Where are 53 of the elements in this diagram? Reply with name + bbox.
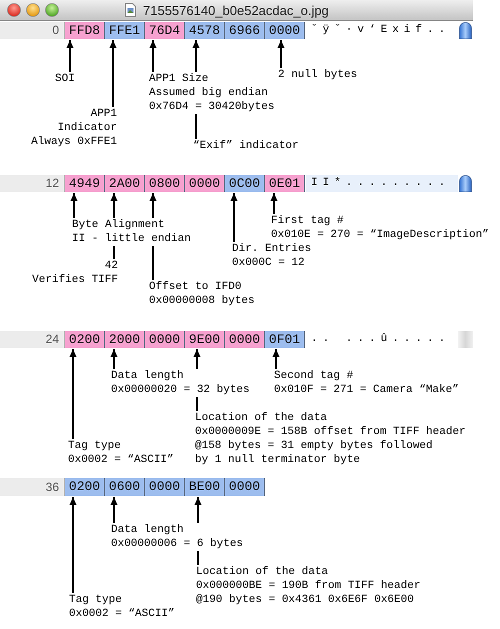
hex-cell: FFE1: [105, 22, 145, 39]
leader-arrow: [70, 193, 78, 218]
annotation-text: Offset to IFD0 0x00000008 bytes: [149, 280, 255, 308]
ascii-preview: .. ...û.....: [311, 332, 450, 347]
hex-cell: 0200: [65, 331, 105, 348]
hex-cell: 0600: [105, 478, 145, 496]
hex-cell: 0000: [225, 331, 265, 348]
leader-arrow: [272, 349, 280, 369]
row-offset: 12: [0, 175, 65, 192]
hex-cell: 0C00: [225, 175, 265, 192]
annotation-text: Data length 0x00000006 = 6 bytes: [111, 523, 244, 551]
annotation-text: APP1 Size Assumed big endian 0x76D4 = 30420bytes: [149, 72, 274, 114]
row-offset: 36: [0, 478, 65, 496]
hex-cell: FFD8: [65, 22, 105, 39]
hex-cell: 0E01: [265, 175, 305, 192]
hex-cell: 0000: [185, 175, 225, 192]
ascii-preview: II*.........: [306, 175, 458, 192]
hex-cell: 0000: [145, 331, 185, 348]
annotation-text: Location of the data 0x0000009E = 158B offset from TIFF header @158 bytes = 31 empty bytes followed by 1 null terminator byte: [195, 411, 466, 467]
leader-arrow: [110, 497, 118, 523]
row-offset: 24: [0, 331, 65, 348]
hex-cell: 4949: [65, 175, 105, 192]
hex-cell: 0000: [265, 22, 305, 39]
hex-cell: 0200: [65, 478, 105, 496]
hex-cell: 4578: [185, 22, 225, 39]
annotation-text: Byte Alignment II - little endian: [72, 218, 191, 246]
hex-cell: 9E00: [185, 331, 225, 348]
hex-cell: 6966: [225, 22, 265, 39]
hex-cell: 2A00: [105, 175, 145, 192]
leader-arrow: [270, 193, 278, 214]
annotation-text: APP1 Indicator Always 0xFFE1: [30, 107, 117, 149]
annotation-text: 2 null bytes: [278, 68, 358, 82]
leader-arrow: [230, 193, 238, 242]
leader-arrow: [110, 349, 118, 369]
row-offset: 0: [0, 22, 65, 39]
annotation-text: First tag # 0x010E = 270 = “ImageDescription”: [271, 214, 489, 242]
window-title: 7155576140_b0e52acdac_o.jpg: [143, 2, 329, 19]
leader-arrow: [70, 349, 76, 439]
leader-arrow: [110, 40, 116, 107]
leader-arrow: [66, 40, 74, 72]
hex-cell: 0000: [225, 478, 265, 496]
hex-cell: 0000: [145, 478, 185, 496]
leader-arrow: [278, 40, 284, 68]
annotation-text: Data length 0x00000020 = 32 bytes: [111, 369, 250, 397]
hex-cell: 0800: [145, 175, 185, 192]
leader-arrow: [70, 497, 76, 593]
hex-cell: 76D4: [145, 22, 185, 39]
hex-cell: BE00: [185, 478, 225, 496]
annotation-text: Location of the data 0x000000BE = 190B from TIFF header @190 bytes = 0x4361 0x6E6F 0x6E00: [196, 565, 420, 607]
leader-arrow: [150, 40, 156, 72]
ascii-preview: ˇÿˇ·v‘Exif..: [311, 23, 450, 38]
hex-cell: 2000: [105, 331, 145, 348]
hex-cell: 0F01: [265, 331, 305, 348]
